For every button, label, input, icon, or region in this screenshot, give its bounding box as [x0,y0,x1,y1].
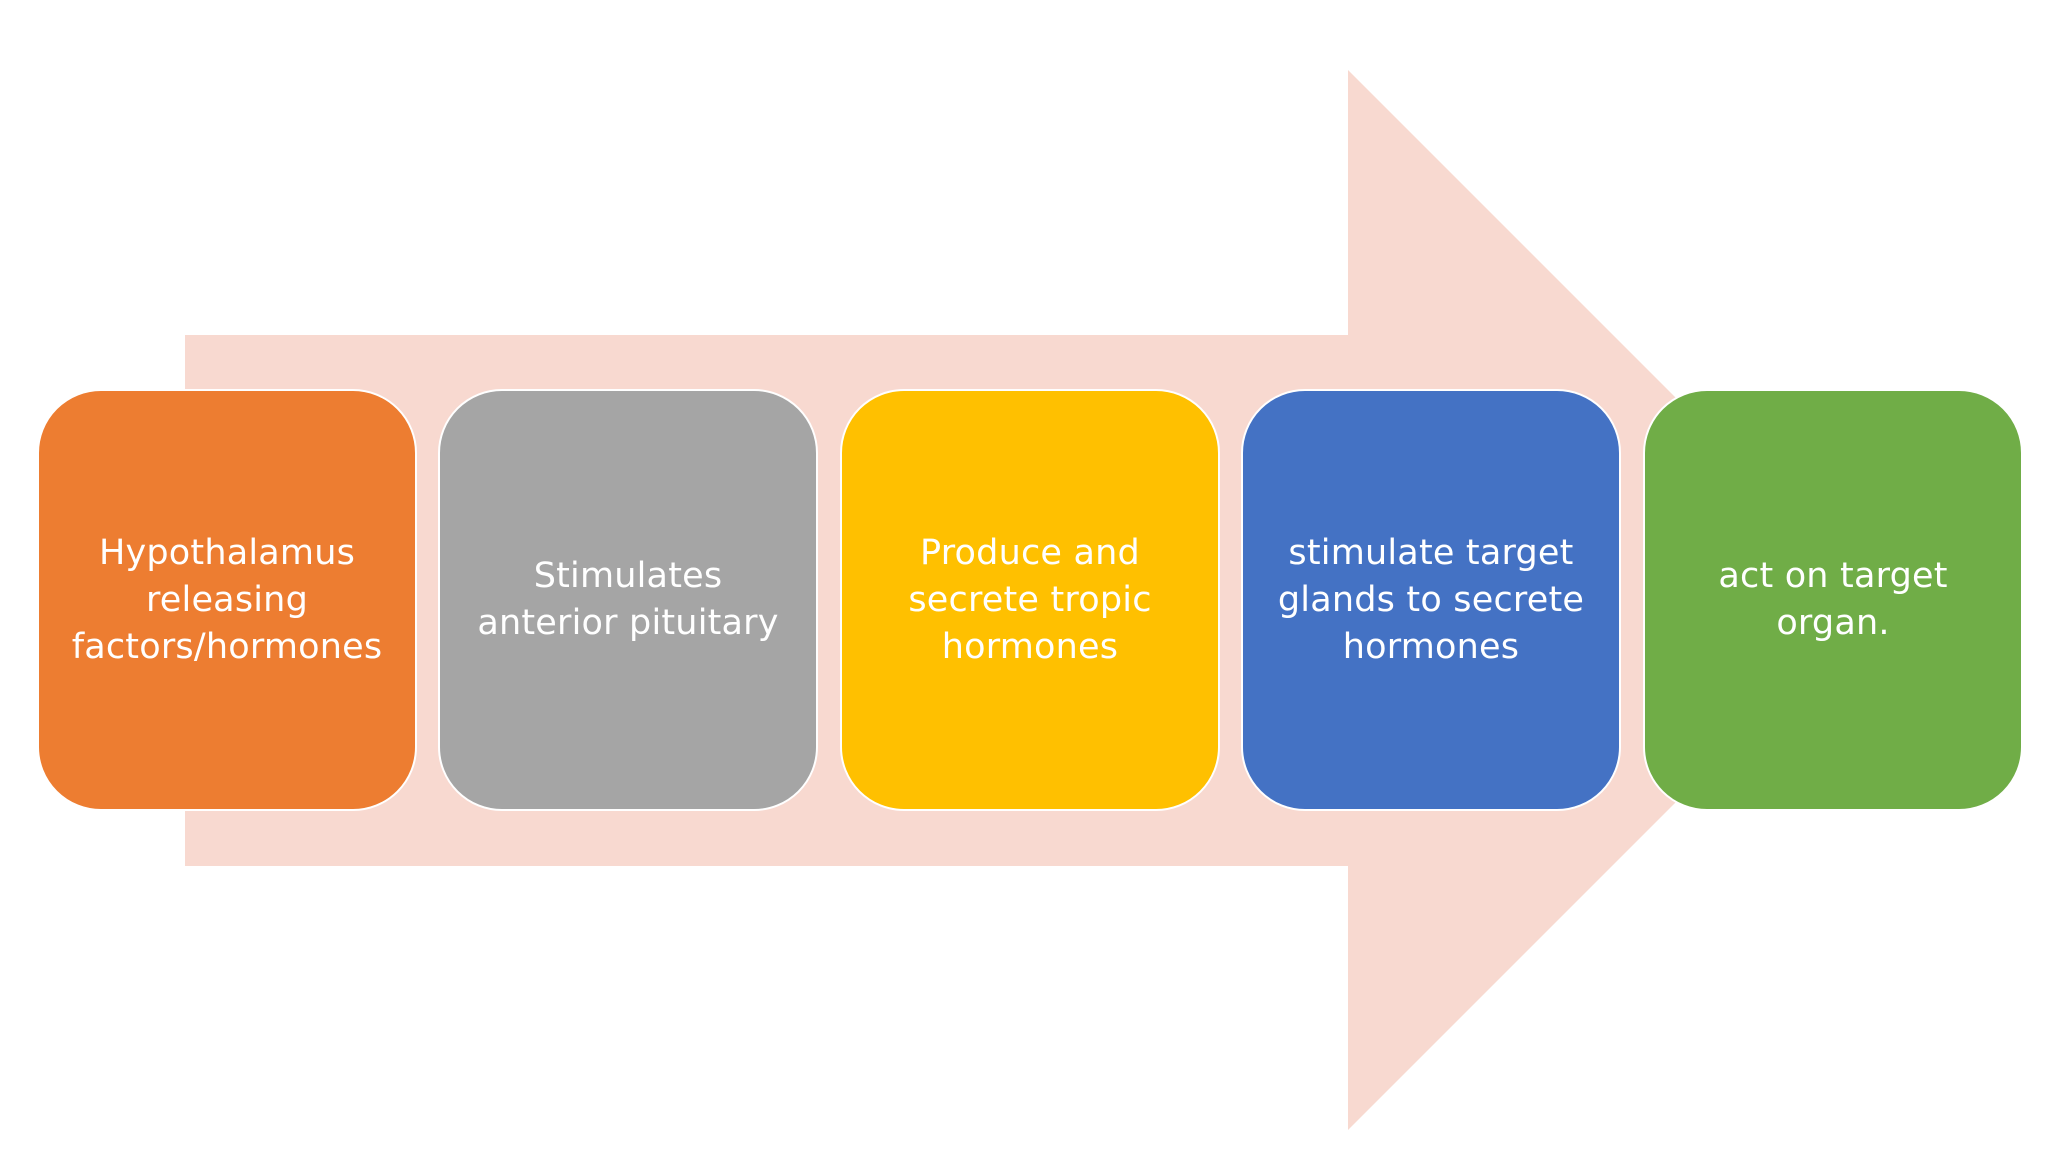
step-label: Stimulates anterior pituitary [477,556,779,643]
step-label: Produce and secrete tropic hormones [908,532,1152,667]
step-box-target-organ: act on target organ. [1643,389,2023,811]
step-box-tropic-hormones: Produce and secrete tropic hormones [840,389,1220,811]
step-label: Hypothalamus releasing factors/hormones [71,532,383,667]
step-label: act on target organ. [1718,556,1948,643]
step-label: stimulate target glands to secrete hormo… [1277,532,1585,667]
step-box-hypothalamus: Hypothalamus releasing factors/hormones [37,389,417,811]
step-box-anterior-pituitary: Stimulates anterior pituitary [438,389,818,811]
step-box-target-glands: stimulate target glands to secrete hormo… [1241,389,1621,811]
